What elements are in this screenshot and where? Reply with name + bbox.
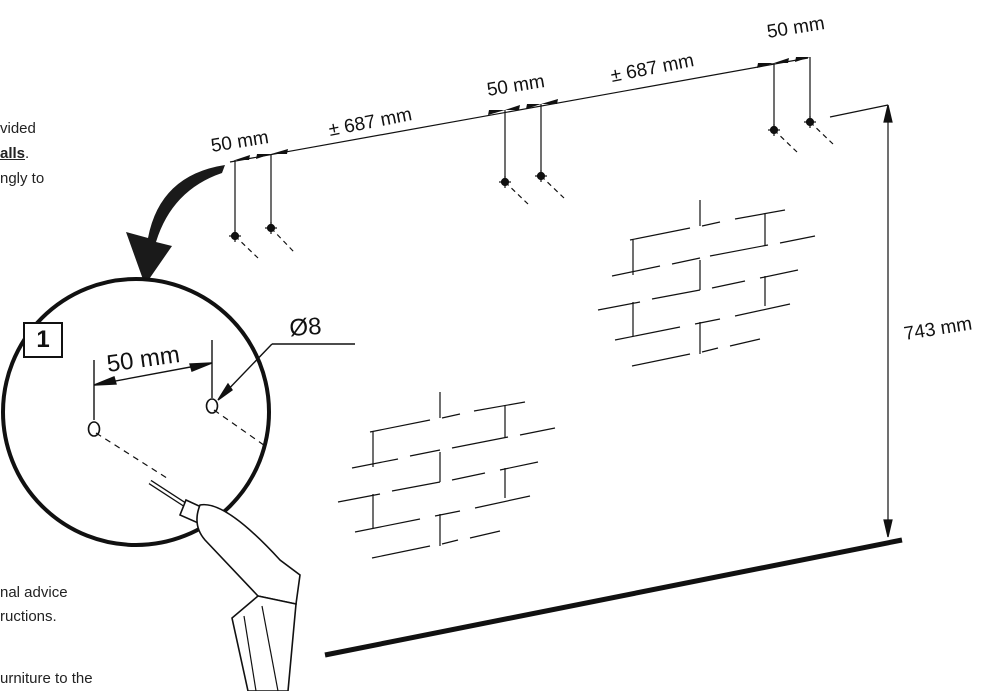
- span-left-label: ± 687 mm: [327, 104, 414, 141]
- detail-drill-guides: [95, 409, 269, 481]
- instruction-text-line-3: ngly to: [0, 170, 45, 187]
- floor-line: [324, 537, 903, 658]
- hole-mark: [229, 230, 259, 259]
- hole-mark: [768, 124, 798, 153]
- spacing-left-label: 50 mm: [209, 127, 270, 157]
- hole-mark: [265, 222, 295, 253]
- detail-hole: [87, 421, 101, 437]
- instruction-text-line-6: urniture to the: [0, 670, 93, 687]
- drill-icon: [148, 479, 301, 691]
- height-dimension: [829, 104, 893, 538]
- hole-mark: [499, 176, 529, 205]
- hole-mark: [804, 116, 834, 145]
- dimension-arrows: [235, 57, 810, 160]
- spacing-mid-label: 50 mm: [485, 71, 546, 101]
- instruction-text-line-1: vided: [0, 120, 36, 137]
- detail-diameter-label: Ø8: [289, 313, 323, 342]
- brick-pattern-left: [337, 392, 556, 559]
- detail-circle: [1, 277, 271, 547]
- instruction-text-period: .: [25, 145, 30, 162]
- instruction-text-line-5: ructions.: [0, 608, 57, 625]
- instruction-text-walls: alls: [0, 145, 26, 162]
- height-label: 743 mm: [902, 313, 973, 344]
- detail-dimension: [93, 340, 213, 420]
- detail-diameter-leader: [217, 343, 355, 401]
- brick-pattern-right: [597, 200, 816, 367]
- detail-holes: [87, 398, 219, 437]
- span-right-label: ± 687 mm: [609, 50, 696, 87]
- hole-mark: [535, 170, 565, 199]
- step-number-badge: 1: [23, 322, 63, 358]
- spacing-right-label: 50 mm: [765, 13, 826, 43]
- callout-arrow: [126, 165, 225, 285]
- detail-hole: [205, 398, 219, 414]
- hole-marks: [229, 116, 834, 259]
- instruction-text-line-4: nal advice: [0, 584, 68, 601]
- instruction-text-line-2: alls.: [0, 143, 29, 165]
